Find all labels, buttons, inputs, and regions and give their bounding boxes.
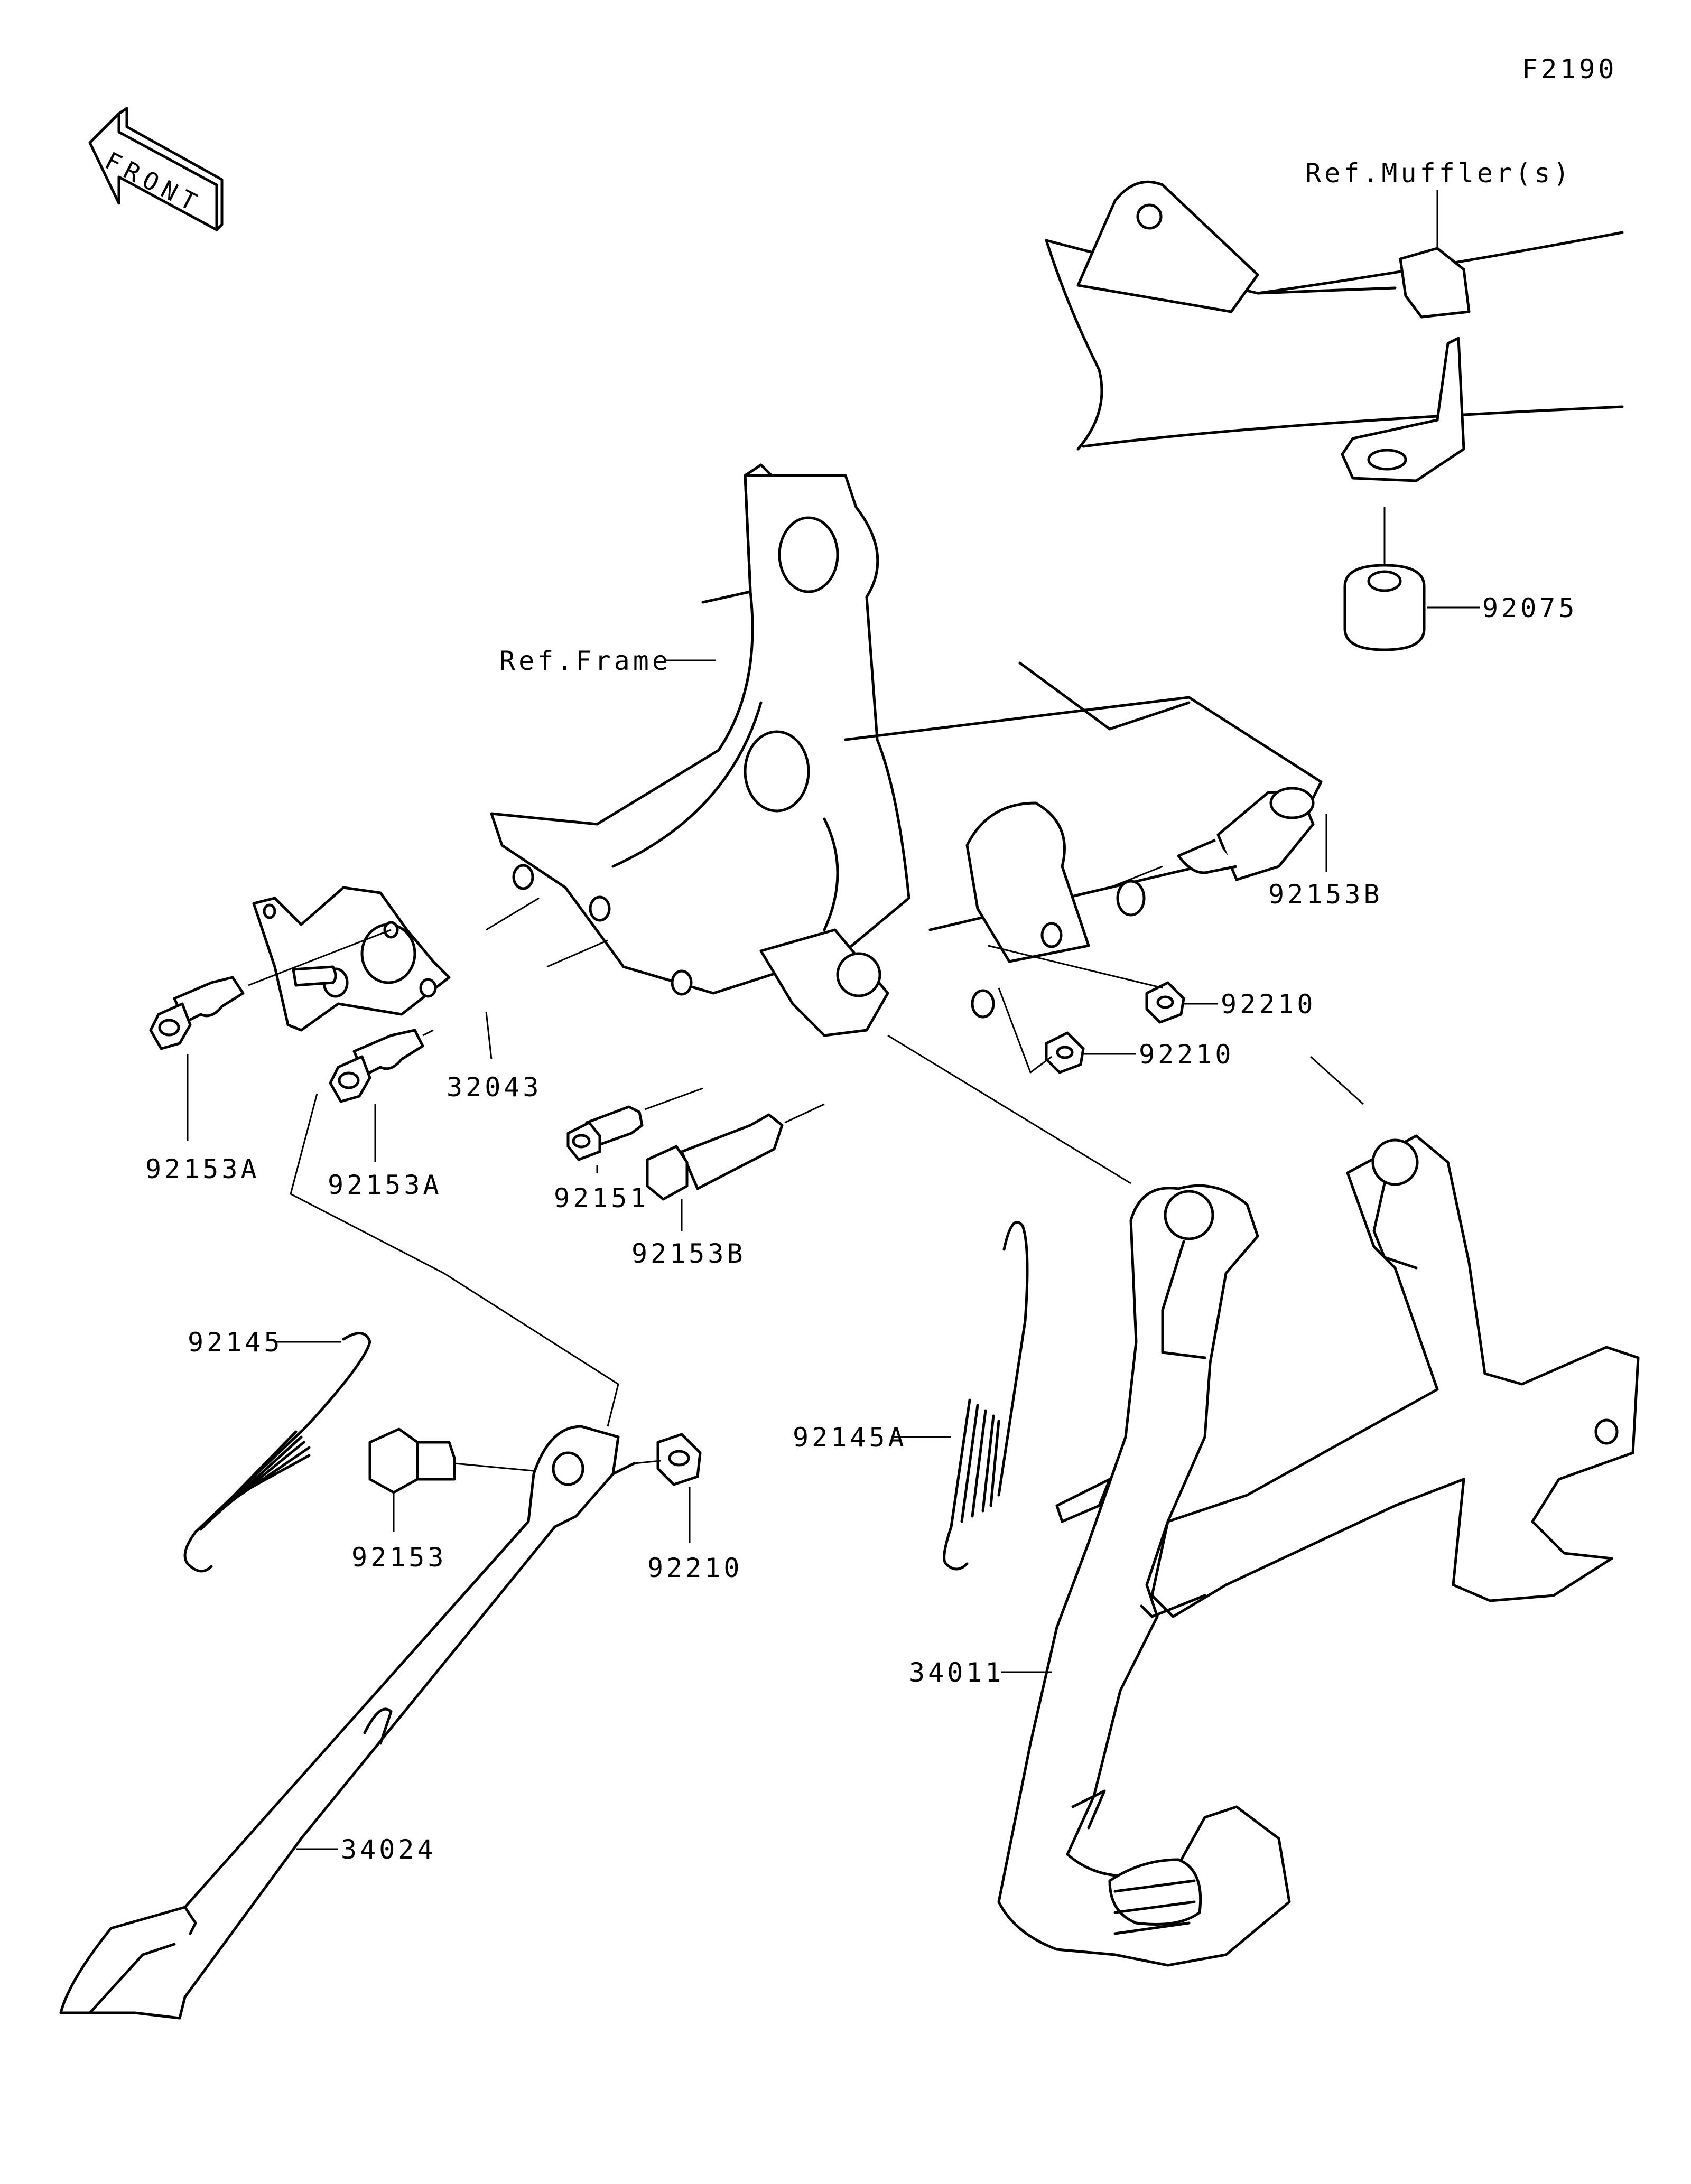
label-92153A-left: 92153A bbox=[145, 1154, 260, 1184]
bolt-92153 bbox=[368, 1427, 456, 1494]
nut-92210-a bbox=[1145, 981, 1185, 1024]
label-ref-frame: Ref.Frame bbox=[499, 646, 671, 676]
label-ref-mufflers: Ref.Muffler(s) bbox=[1305, 158, 1572, 189]
label-32043: 32043 bbox=[447, 1072, 542, 1103]
bolt-92153B-bottom bbox=[646, 1113, 784, 1201]
label-92210-a: 92210 bbox=[1221, 989, 1316, 1020]
label-92153B-top: 92153B bbox=[1268, 879, 1383, 910]
bolt-92151 bbox=[566, 1105, 644, 1161]
nut-92210-c bbox=[656, 1433, 702, 1486]
nut-92210-b bbox=[1045, 1031, 1085, 1074]
muffler-reference bbox=[1045, 180, 1624, 651]
label-92153A-mid: 92153A bbox=[328, 1170, 442, 1200]
bolt-92153A-left bbox=[149, 976, 245, 1050]
bolt-92153A-mid bbox=[329, 1029, 424, 1103]
label-92153B-bottom: 92153B bbox=[631, 1238, 746, 1269]
label-92153: 92153 bbox=[351, 1542, 447, 1573]
center-stand-34011 bbox=[997, 1134, 1640, 1967]
spring-92145 bbox=[183, 1332, 371, 1573]
diagram-code: F2190 bbox=[1522, 54, 1618, 85]
label-92210-b: 92210 bbox=[1139, 1039, 1234, 1070]
front-arrow-icon: FRONT bbox=[88, 107, 224, 231]
spring-92145A bbox=[943, 1221, 1029, 1571]
label-92075: 92075 bbox=[1482, 593, 1578, 623]
label-92145: 92145 bbox=[188, 1327, 283, 1358]
frame-reference bbox=[490, 463, 1323, 1037]
bolt-92153B-top bbox=[1177, 787, 1315, 881]
label-34011: 34011 bbox=[909, 1657, 1005, 1688]
bracket-32043 bbox=[252, 886, 451, 1032]
label-92210-c: 92210 bbox=[647, 1553, 743, 1583]
label-92151: 92151 bbox=[554, 1183, 649, 1214]
label-92145A: 92145A bbox=[793, 1422, 907, 1453]
label-34024: 34024 bbox=[341, 1834, 436, 1865]
side-stand-34024 bbox=[59, 1425, 636, 2020]
